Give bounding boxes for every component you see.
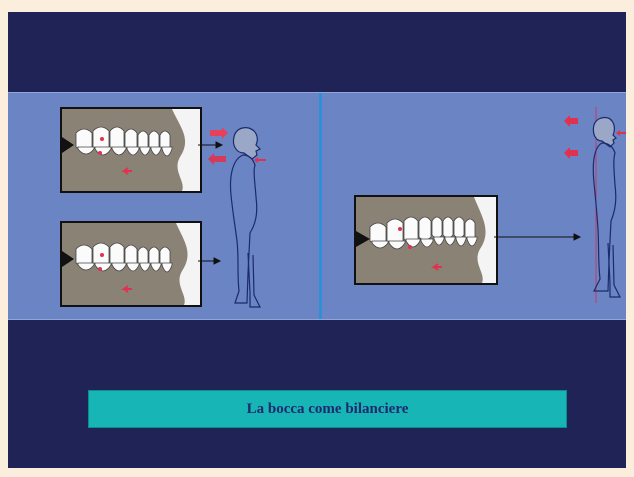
slide-caption: La bocca come bilanciere (247, 401, 409, 418)
human-silhouette-icon (231, 128, 261, 307)
pointer-arrow-icon (494, 234, 580, 240)
left-panel (8, 93, 319, 319)
slide: La bocca come bilanciere (8, 12, 626, 468)
right-panel (322, 93, 626, 319)
illustration-band (8, 92, 626, 320)
left-overlay (8, 93, 319, 319)
caption-box: La bocca come bilanciere (88, 390, 567, 428)
right-overlay (322, 93, 626, 319)
human-silhouette-icon (593, 118, 620, 297)
